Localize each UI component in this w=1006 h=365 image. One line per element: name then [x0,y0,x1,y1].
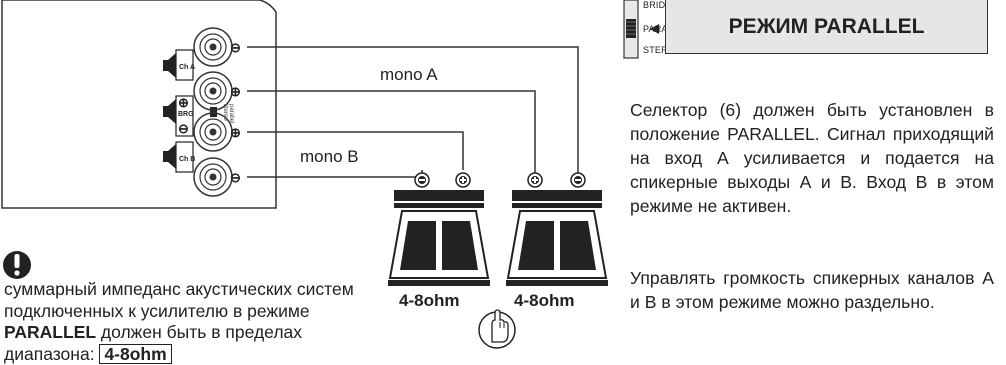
channel-label-a: Ch A [179,64,195,71]
wire-a-plus [247,90,536,180]
impedance-note: суммарный импеданс акустических систем п… [4,279,379,365]
terminal-minus-icon [570,172,586,188]
svg-text:⊖: ⊖ [230,170,241,185]
note-mode-word: PARALLEL [4,322,97,342]
amplifier-panel [1,0,277,209]
mode-selector-switch [623,0,639,59]
terminal-plus-icon [527,172,543,188]
description-paragraph-1: Селектор (6) должен быть установлен в по… [630,100,994,216]
mode-option-stereo: STEREO [643,45,682,55]
speaker-impedance-2: 4-8ohm [514,291,574,310]
pointing-hand-icon [478,309,516,349]
svg-text:⊖: ⊖ [230,40,241,55]
mode-title: РЕЖИМ PARALLEL [665,0,988,54]
svg-text:⊕: ⊕ [230,84,241,99]
wiring-diagram: Ch A BRG Ch B ⊕ ⊖ stereo parallel ⊖ ⊕ ⊕ … [1,0,659,349]
switch-label-parallel: parallel [228,104,234,123]
binding-post-a-plus [193,71,233,111]
terminal-plus-icon [455,172,471,188]
wire-label-mono-b: mono B [300,147,359,166]
terminal-minus-icon [414,172,430,188]
binding-post-b-plus [193,112,233,152]
binding-post-a-minus [193,27,233,67]
svg-text:⊕: ⊕ [230,125,241,140]
wire-a-minus [247,46,579,180]
svg-text:⊖: ⊖ [178,121,189,136]
speaker-icon-2 [506,190,608,286]
note-text-before: суммарный импеданс акустических систем п… [4,279,354,321]
mode-option-bridge: BRIDGE [643,0,679,10]
speaker-symbol-icon-a [163,53,176,78]
channel-label-brg: BRG [178,111,194,118]
svg-text:⊕: ⊕ [178,95,189,110]
switch-label-stereo: stereo [222,104,228,121]
speaker-symbol-icon-brg [163,99,176,124]
note-impedance-range: 4-8ohm [99,343,172,364]
selector-pointer-icon [650,24,659,34]
speaker-impedance-1: 4-8ohm [399,291,459,310]
wire-label-mono-a: mono A [380,65,438,84]
wire-b-minus [247,170,423,178]
description-paragraph-2: Управлять громкость спикерных каналов А … [630,268,994,312]
wire-b-plus [247,131,464,170]
warning-exclamation-icon [3,251,31,279]
channel-label-b: Ch B [179,156,195,163]
speaker-icon-1 [388,190,490,286]
binding-post-b-minus [193,157,233,197]
speaker-symbol-icon-b [163,144,176,169]
